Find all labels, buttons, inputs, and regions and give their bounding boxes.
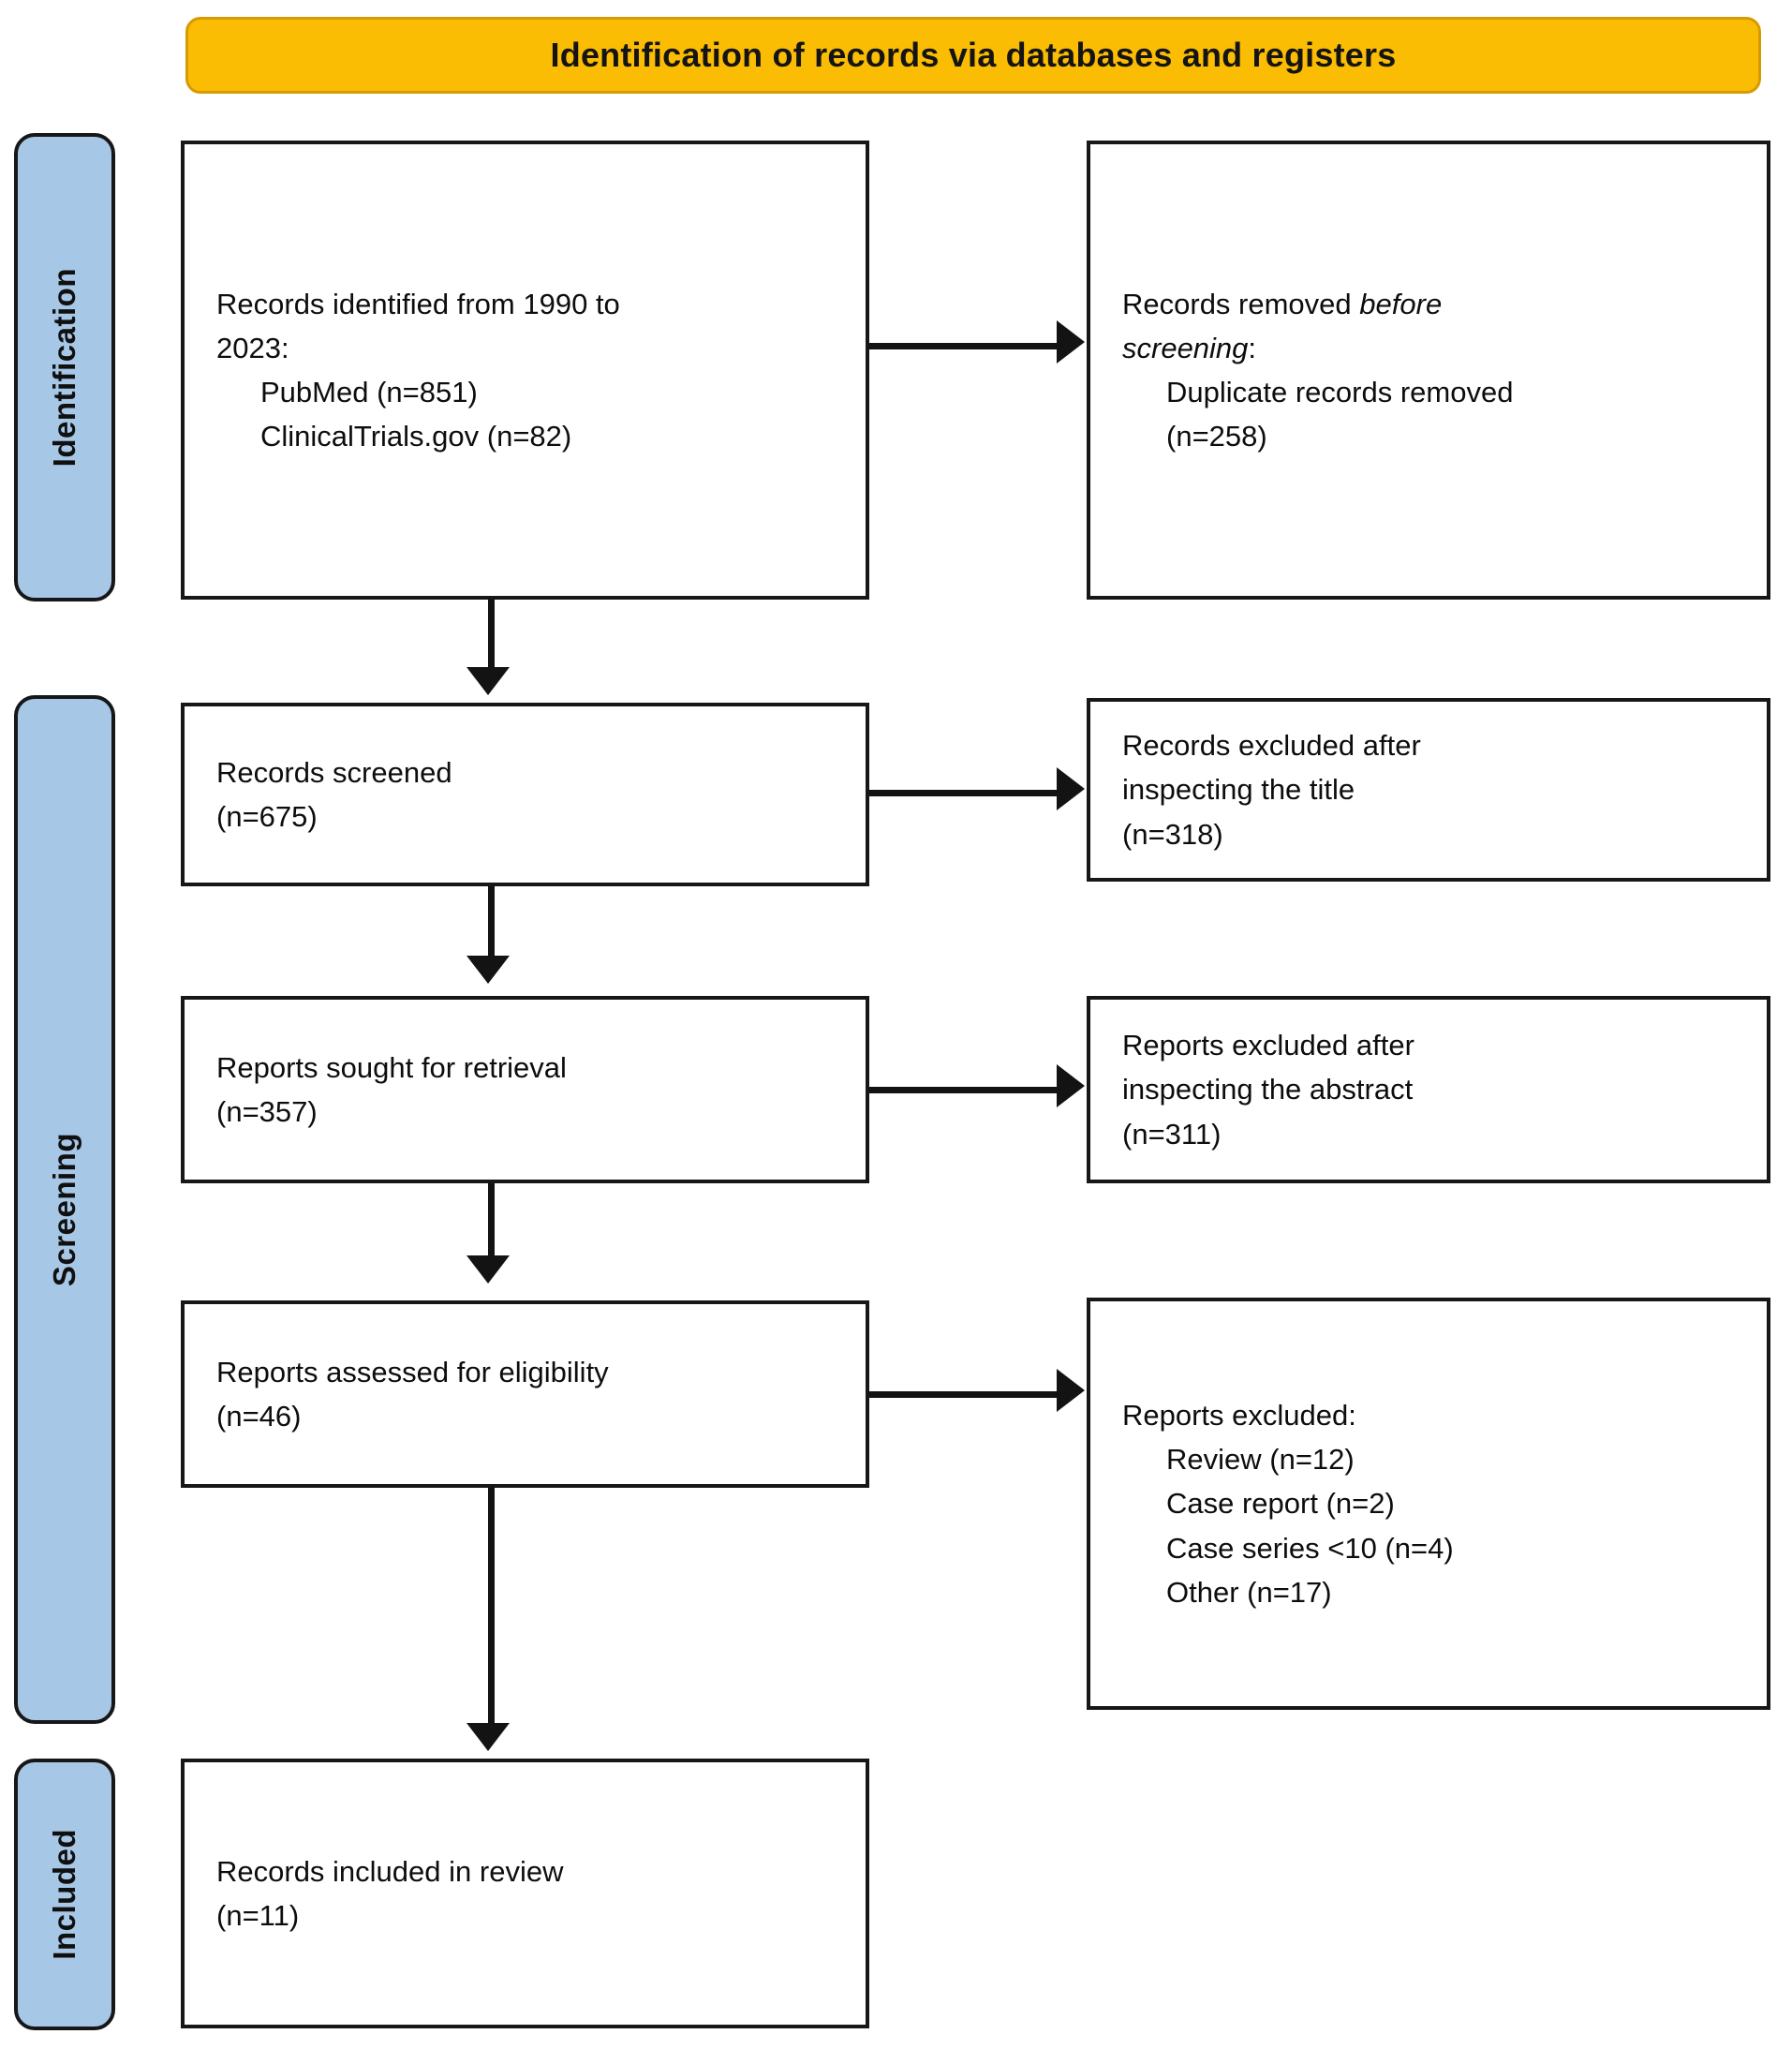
records-removed-heading-emphasis-screening: screening [1122,331,1249,364]
reports-excluded-reason-review: Review (n=12) [1166,1443,1355,1477]
records-removed-heading-prefix: Records removed [1122,287,1360,320]
arrowhead-down-icon-4 [467,1723,510,1751]
records-removed-item-duplicates: Duplicate records removed [1166,376,1514,408]
arrowhead-right-icon-2 [1057,767,1085,810]
diagram-title: Identification of records via databases … [550,36,1397,74]
records-included-count: (n=11) [216,1899,300,1932]
records-excluded-title-count: (n=318) [1122,817,1223,851]
records-screened-label: Records screened [216,755,452,789]
reports-sought-label: Reports sought for retrieval [216,1050,567,1084]
connector-identified-to-screened [488,600,495,671]
arrowhead-right-icon-3 [1057,1064,1085,1107]
reports-excluded-reason-case-series: Case series <10 (n=4) [1166,1531,1454,1565]
connector-assessed-to-included [488,1488,495,1727]
records-screened-count: (n=675) [216,800,318,833]
records-removed-heading-line-1: Records removed before [1122,282,1735,326]
box-reports-excluded-reasons: Reports excluded: Review (n=12) Case rep… [1087,1298,1770,1710]
connector-sought-to-excluded-abstract [869,1087,1059,1093]
arrowhead-down-icon-3 [467,1255,510,1284]
reports-assessed-count: (n=46) [216,1400,302,1433]
records-excluded-title-line-2: inspecting the title [1122,773,1355,807]
box-reports-excluded-abstract: Reports excluded after inspecting the ab… [1087,996,1770,1183]
connector-assessed-to-excluded-reports [869,1391,1059,1398]
box-reports-sought: Reports sought for retrieval (n=357) [181,996,869,1183]
arrowhead-right-icon-4 [1057,1369,1085,1412]
stage-label-screening-text: Screening [47,1132,81,1287]
stage-label-screening: Screening [14,695,115,1724]
box-reports-assessed: Reports assessed for eligibility (n=46) [181,1300,869,1488]
arrowhead-right-icon-1 [1057,320,1085,364]
reports-excluded-abstract-line-1: Reports excluded after [1122,1029,1414,1062]
records-excluded-title-line-1: Records excluded after [1122,729,1421,763]
records-removed-item-duplicates-count: (n=258) [1166,420,1267,453]
connector-identified-to-removed [869,343,1059,349]
connector-screened-to-excluded-title [869,790,1059,796]
diagram-title-banner: Identification of records via databases … [185,17,1761,94]
box-records-included: Records included in review (n=11) [181,1759,869,2028]
reports-assessed-label: Reports assessed for eligibility [216,1355,609,1388]
records-identified-source-clinicaltrials: ClinicalTrials.gov (n=82) [260,420,572,453]
reports-excluded-heading: Reports excluded: [1122,1399,1356,1433]
arrowhead-down-icon-1 [467,667,510,695]
stage-label-identification: Identification [14,133,115,601]
box-records-excluded-title: Records excluded after inspecting the ti… [1087,698,1770,882]
records-removed-heading-suffix: : [1248,331,1257,364]
connector-screened-to-sought [488,886,495,959]
stage-label-identification-text: Identification [47,267,81,468]
reports-sought-count: (n=357) [216,1095,318,1128]
records-removed-heading-line-2: screening: [1122,326,1735,370]
box-records-identified: Records identified from 1990 to 2023: Pu… [181,141,869,600]
reports-excluded-reason-case-report: Case report (n=2) [1166,1487,1395,1521]
reports-excluded-abstract-count: (n=311) [1122,1117,1222,1151]
connector-sought-to-assessed [488,1183,495,1259]
records-identified-source-pubmed: PubMed (n=851) [260,376,478,408]
records-included-label: Records included in review [216,1854,564,1888]
box-records-screened: Records screened (n=675) [181,703,869,886]
arrowhead-down-icon-2 [467,956,510,984]
records-identified-line-2: 2023: [216,331,289,364]
stage-label-included: Included [14,1759,115,2030]
reports-excluded-reason-other: Other (n=17) [1166,1575,1332,1609]
reports-excluded-abstract-line-2: inspecting the abstract [1122,1073,1414,1106]
records-removed-heading-emphasis-before: before [1359,287,1443,320]
box-records-removed-before-screening: Records removed before screening: Duplic… [1087,141,1770,600]
records-identified-line-1: Records identified from 1990 to [216,287,620,320]
stage-label-included-text: Included [47,1829,81,1960]
